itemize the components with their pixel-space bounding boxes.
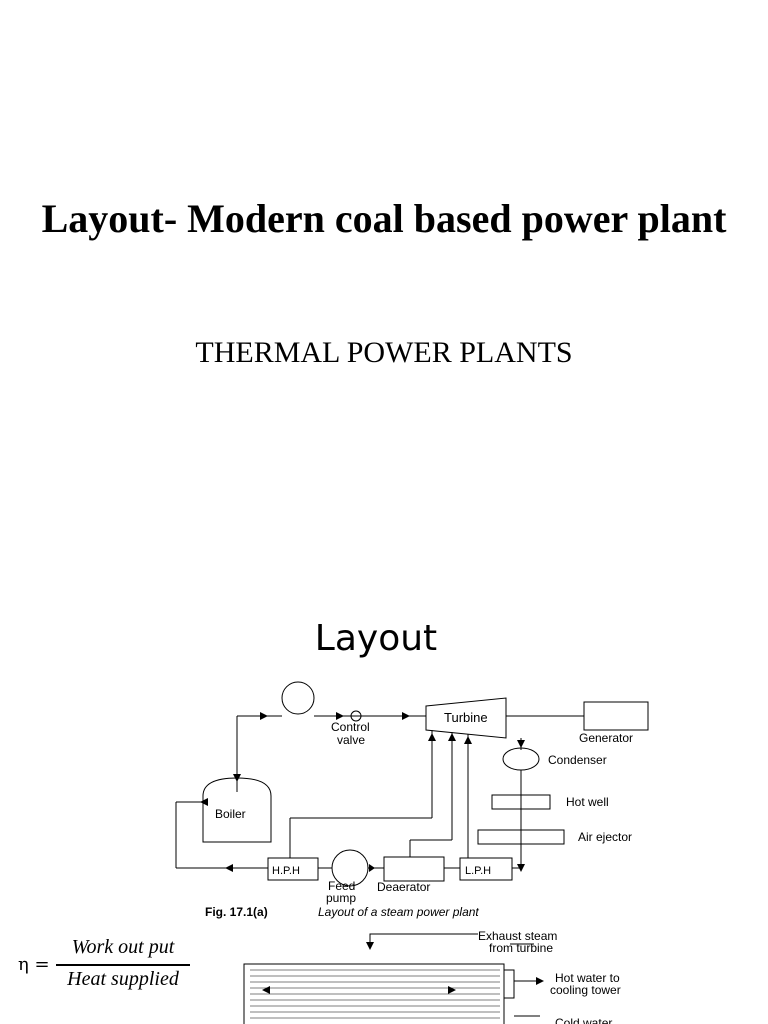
deaerator-shape	[383, 856, 445, 882]
air-ejector-shape	[477, 829, 565, 845]
slide-subtitle: THERMAL POWER PLANTS	[195, 336, 573, 369]
feed-pump-label: Feed	[328, 879, 355, 893]
eta-symbol: η =	[18, 954, 50, 975]
hph-label: H.P.H	[272, 865, 300, 877]
cold-water-label: Cold water	[555, 1016, 612, 1024]
hot-well-shape	[491, 794, 551, 810]
hot-water-label-2: cooling tower	[550, 983, 621, 997]
exhaust-steam-label-2: from turbine	[489, 941, 553, 955]
fraction-bar	[56, 964, 190, 966]
slide-title: Layout- Modern coal based power plant	[41, 196, 727, 241]
turbine-shape	[425, 697, 507, 739]
lph-label: L.P.H	[465, 865, 491, 877]
feed-pump-label-2: pump	[326, 891, 356, 905]
condenser-label: Condenser	[548, 753, 607, 767]
hot-water-label: Hot water to	[555, 971, 620, 985]
generator-shape	[583, 701, 649, 731]
layout-heading: Layout	[314, 618, 438, 659]
steam-drum-shape	[281, 681, 315, 715]
control-valve-label-2: valve	[337, 733, 365, 747]
hph-shape	[267, 857, 319, 881]
control-valve-label: Control	[331, 720, 370, 734]
exhaust-steam-label: Exhaust steam	[478, 929, 557, 943]
turbine-label: Turbine	[444, 710, 488, 725]
lph-shape	[459, 857, 513, 881]
figure-caption-number: Fig. 17.1(a)	[205, 905, 268, 919]
condenser-detail-diagram	[243, 933, 540, 1024]
condenser-shape	[502, 747, 540, 771]
efficiency-formula: η = Work out put Heat supplied	[14, 934, 214, 998]
formula-denominator: Heat supplied	[67, 968, 179, 990]
control-valve-shape	[350, 710, 362, 722]
hot-well-label: Hot well	[566, 795, 609, 809]
figure-caption-text: Layout of a steam power plant	[318, 905, 479, 919]
generator-label: Generator	[579, 731, 633, 745]
air-ejector-label: Air ejector	[578, 830, 632, 844]
deaerator-label: Deaerator	[377, 880, 430, 894]
boiler-label: Boiler	[215, 807, 246, 821]
formula-numerator: Work out put	[71, 936, 175, 958]
